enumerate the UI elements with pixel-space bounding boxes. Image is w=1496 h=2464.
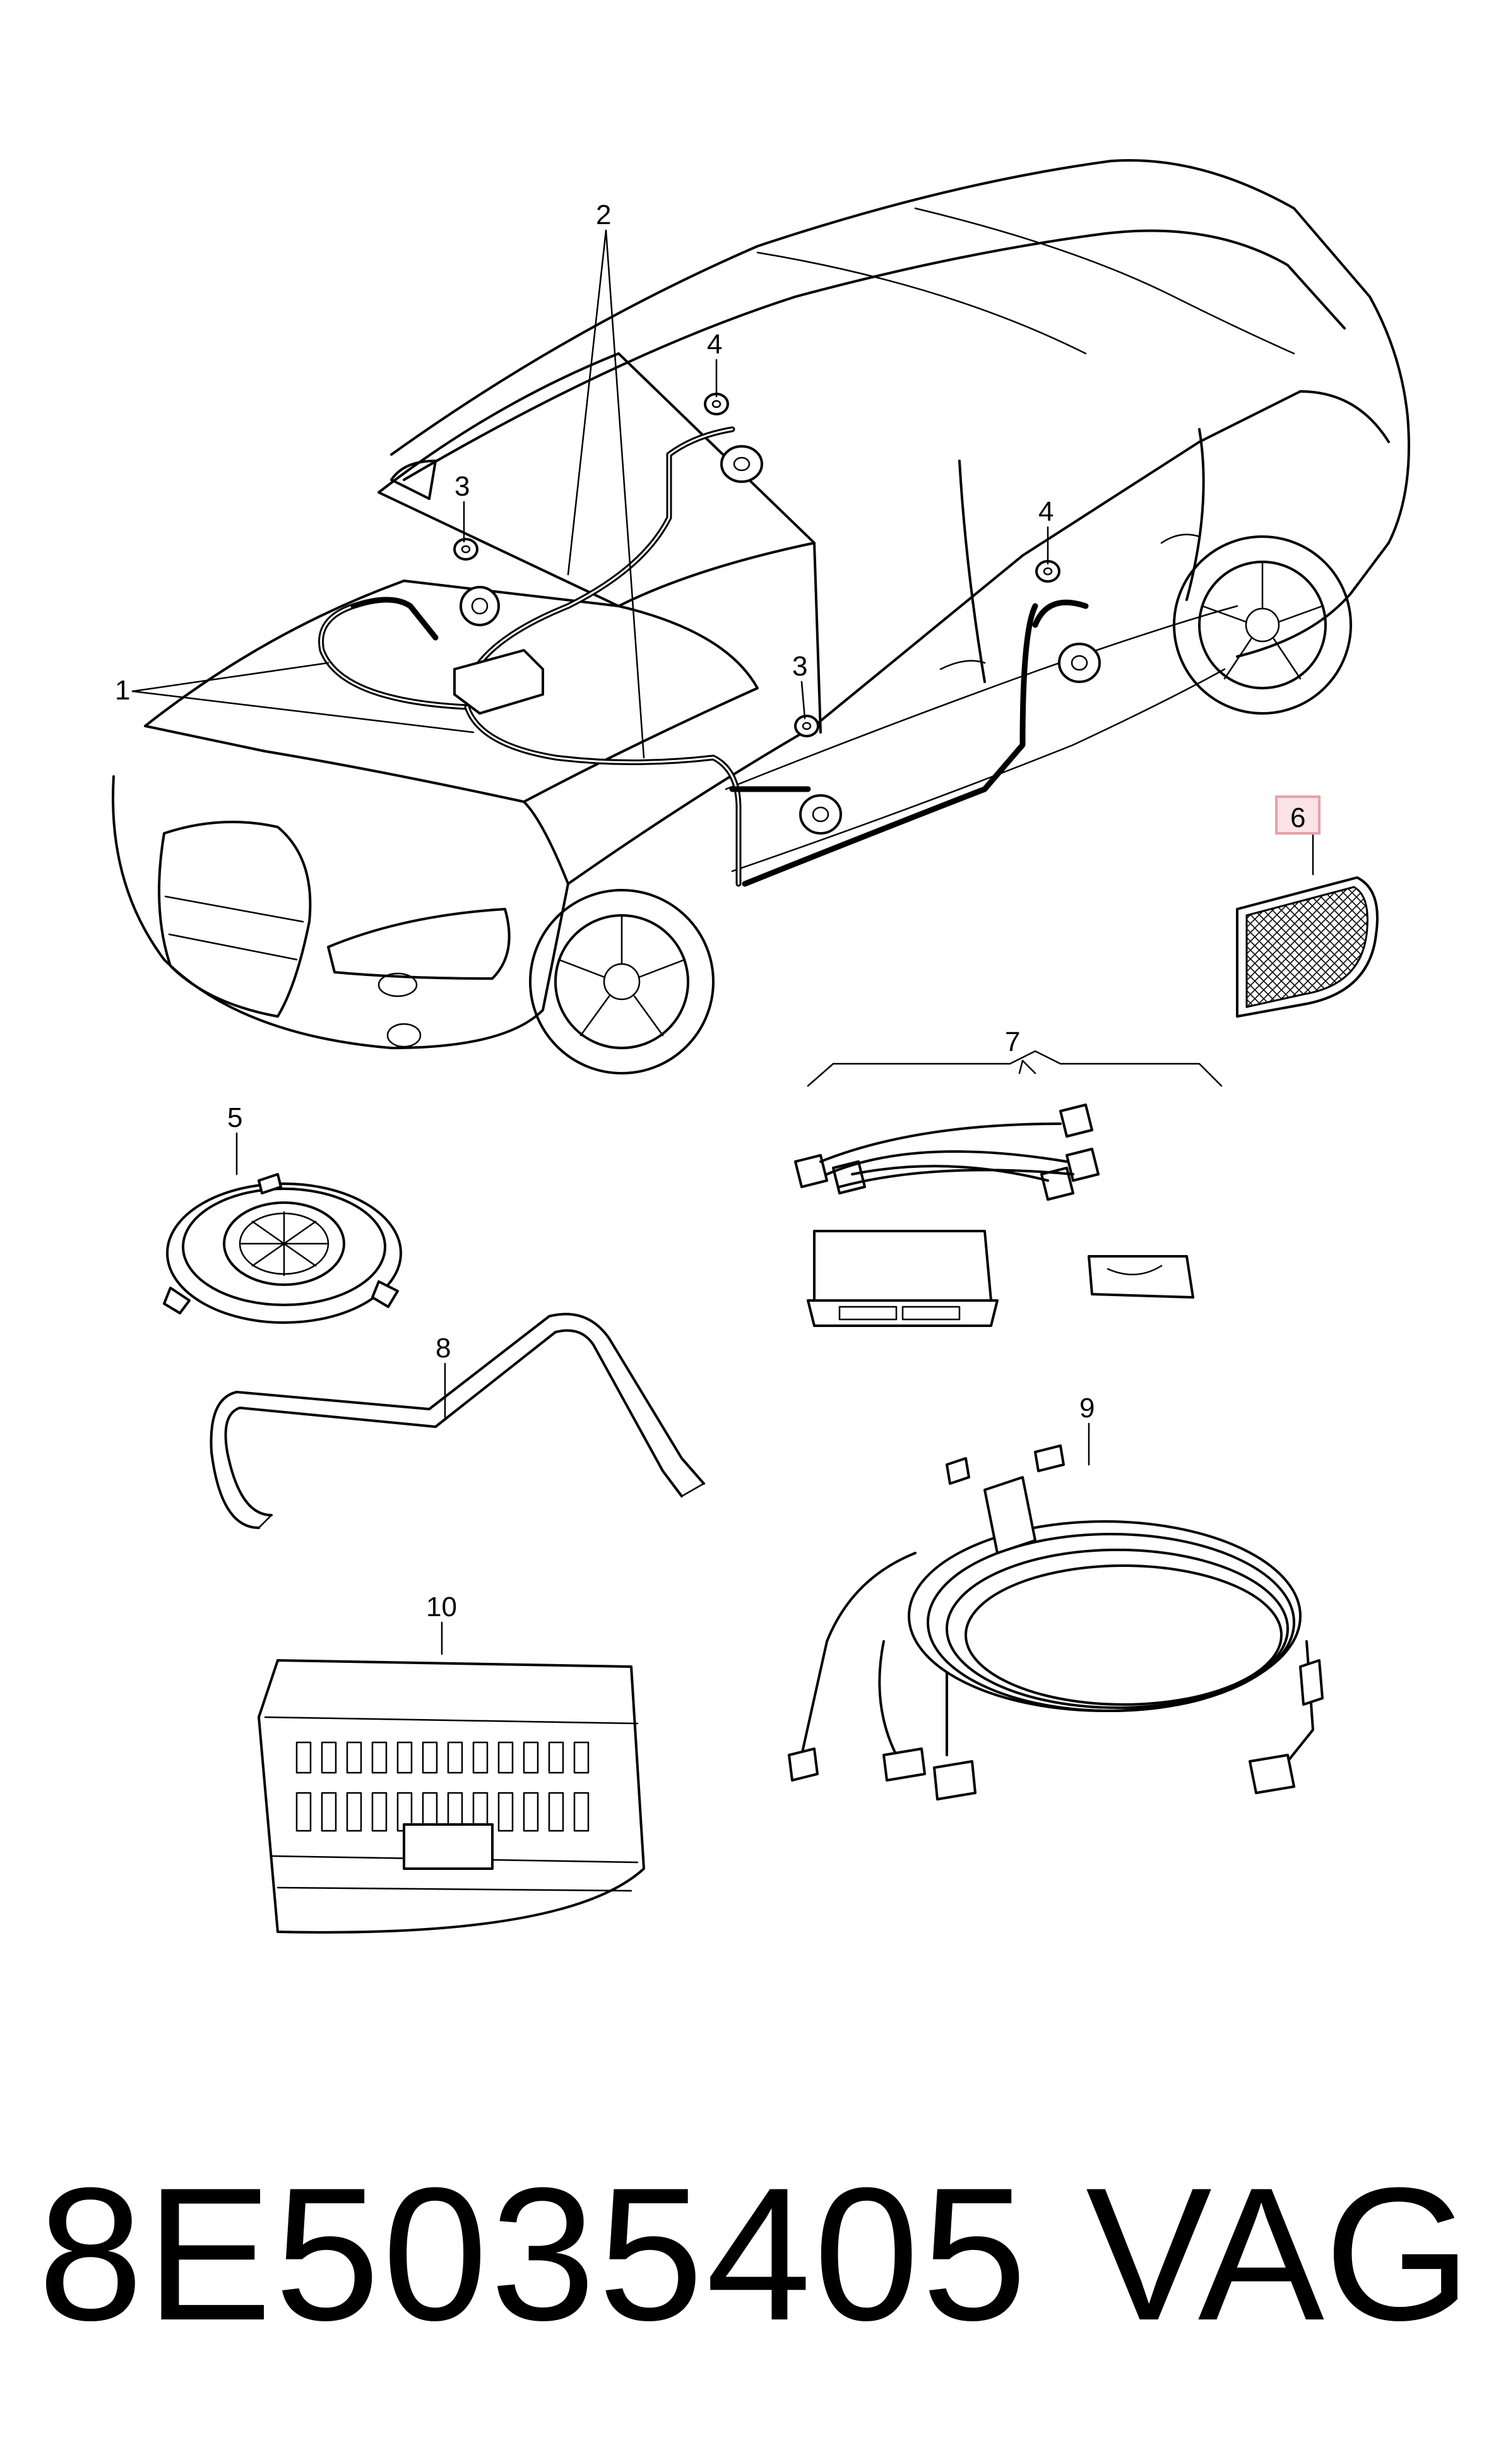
wiring-kit-part [794,1050,1223,1327]
part-number: 8E5035405 [38,2148,1030,2360]
callout-8: 8 [436,1333,451,1364]
speaker-part [163,1132,402,1324]
callout-1: 1 [115,675,130,706]
coiled-harness-part [788,1422,1324,1800]
callout-6: 6 [1290,802,1305,833]
brand-label: VAG [1086,2148,1472,2360]
callout-6-highlight [1275,795,1321,835]
callout-3a: 3 [454,471,470,502]
callout-7: 7 [1005,1027,1020,1057]
leader-lines [131,229,1314,1074]
callout-4b: 4 [1038,496,1054,527]
speaker-grille-part [1236,876,1379,1018]
parts-diagram: 1 2 3 3 4 4 5 6 7 8 9 10 [112,158,1410,1934]
duct-hose-part [210,1312,705,1529]
callout-2: 2 [596,199,611,230]
callout-9: 9 [1079,1393,1095,1424]
car-speakers [453,393,1101,835]
speaker-wiring-harness [318,426,1089,887]
callout-4a: 4 [707,329,722,360]
relay-box-part [258,1621,645,1934]
car-illustration [112,158,1410,1074]
callout-3b: 3 [792,651,807,682]
callout-5: 5 [227,1102,242,1133]
callout-labels: 1 2 3 3 4 4 5 6 7 8 9 10 [115,199,1321,1622]
callout-10: 10 [426,1592,457,1622]
